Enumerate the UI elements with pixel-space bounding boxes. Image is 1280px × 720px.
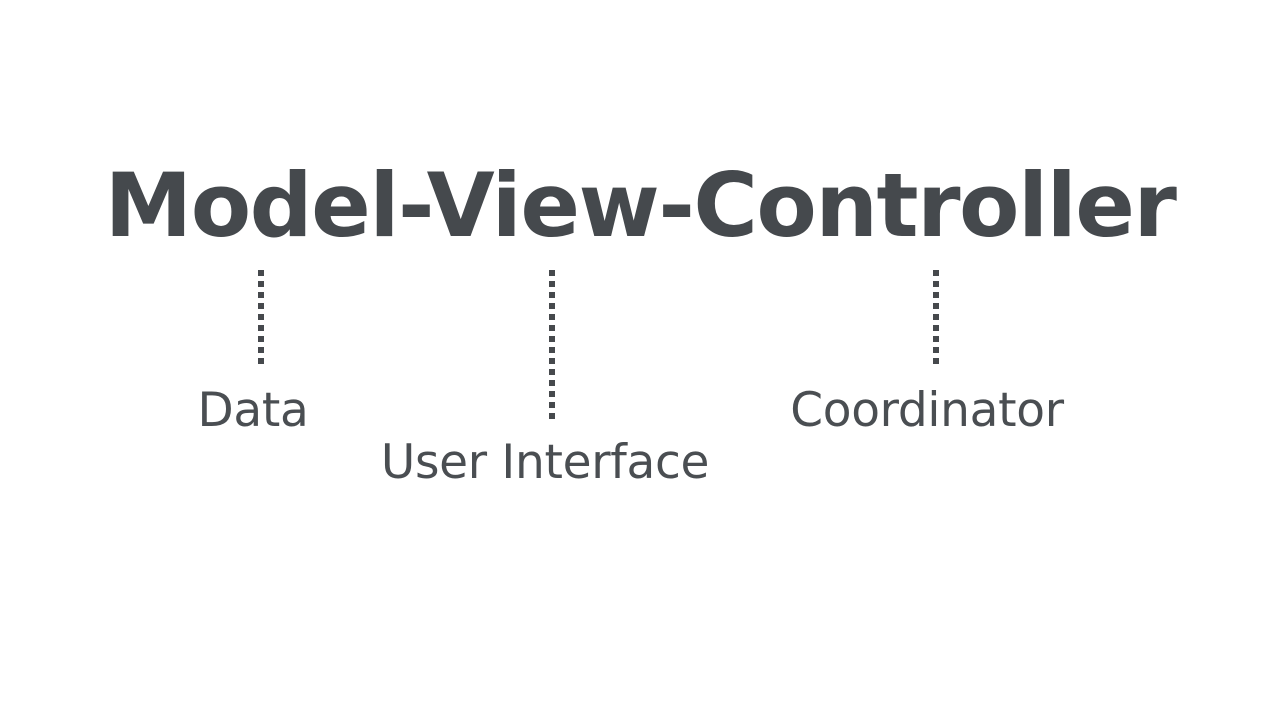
connector-line-controller	[933, 270, 939, 366]
label-model-data: Data	[197, 383, 309, 438]
label-view-user-interface: User Interface	[380, 435, 710, 490]
connector-line-view	[549, 270, 555, 420]
page-title: Model-View-Controller	[104, 154, 1177, 257]
connector-line-model	[258, 270, 264, 366]
label-controller-coordinator: Coordinator	[790, 383, 1064, 438]
